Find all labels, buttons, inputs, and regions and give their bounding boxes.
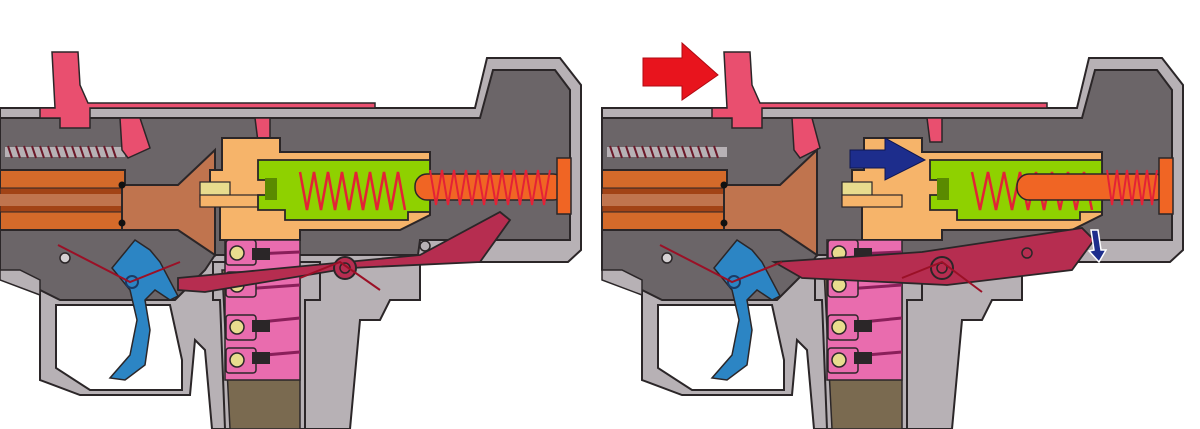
blue-arrow bbox=[849, 137, 927, 181]
red-arrow bbox=[642, 41, 719, 101]
sear-lever bbox=[770, 227, 1096, 293]
panel-left bbox=[0, 51, 582, 429]
bolt-carrier bbox=[199, 137, 572, 241]
charging-handle bbox=[711, 51, 1048, 159]
sear-lever bbox=[177, 210, 512, 293]
small-blue-arrow bbox=[1087, 229, 1108, 264]
charging-handle bbox=[39, 51, 376, 159]
